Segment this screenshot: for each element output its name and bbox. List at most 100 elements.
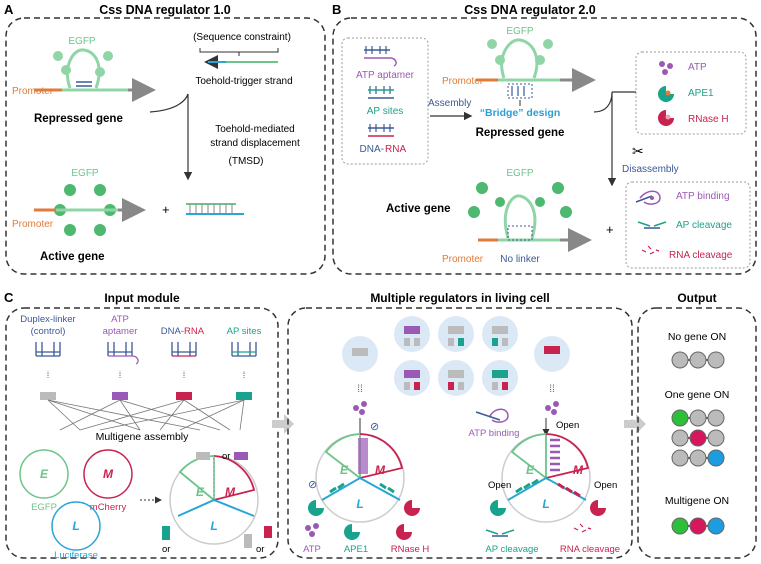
bridge-design-label: “Bridge” design: [480, 107, 561, 119]
or-label-1: or: [222, 451, 230, 462]
repressed-gene-label: Repressed gene: [34, 113, 123, 125]
egfp-dot-active: [64, 224, 76, 236]
tri-gene-construct-left: [315, 433, 405, 523]
trigger-box: [635, 51, 747, 135]
promoter-label-active: Promoter: [12, 219, 54, 230]
ap-cleavage-icon: [637, 221, 667, 229]
rna-label-c: RNA: [184, 326, 205, 337]
dots: ⁞: [47, 370, 50, 380]
egfp-label-b-active: EGFP: [506, 168, 534, 179]
panel-b: B Css DNA regulator 2.0 ATP aptamer AP s…: [332, 2, 757, 275]
no-linker-box: [507, 225, 533, 241]
panel-a-title: Css DNA regulator 1.0: [99, 3, 231, 17]
no-gene-on-label: No gene ON: [668, 331, 726, 343]
atp-binding-icon-c: [475, 408, 509, 423]
panel-b-border: [332, 17, 757, 275]
block-icon: ⊘: [308, 479, 317, 491]
block-gray: [244, 534, 252, 548]
merge-arrow: [149, 93, 189, 172]
atp-binding-label-b: ATP binding: [676, 191, 730, 202]
egfp-dot-active: [552, 182, 564, 194]
atp-molecule-icon: [361, 401, 367, 407]
block-red: [264, 526, 272, 538]
promoter-label: Promoter: [12, 86, 54, 97]
egfp-label-b: EGFP: [506, 26, 534, 37]
active-gene-label-b: Active gene: [386, 203, 451, 215]
rnase-h-legend: RNase H: [391, 544, 430, 555]
gene-l-label: L: [72, 519, 79, 533]
dots: ⁞: [119, 370, 122, 380]
bridge-box: [507, 83, 533, 99]
left-l-label: L: [356, 497, 363, 511]
atp-binding-icon: [635, 190, 661, 205]
open-label-1: Open: [556, 420, 579, 431]
rna-cleavage-icon-c: [573, 523, 592, 533]
atp-label-b: ATP: [688, 62, 707, 73]
right-e-label: E: [526, 463, 535, 477]
tmsd-line-1: Toehold-mediated: [215, 124, 295, 135]
linker-block-control: [40, 392, 56, 400]
atp-aptamer-label: ATP aptamer: [356, 70, 415, 81]
atp-molecule-icon: [551, 409, 557, 415]
multigene-on-label: Multigene ON: [665, 495, 729, 507]
ap-cleavage-icon-c: [485, 529, 515, 537]
dna-rna-linker: [368, 124, 394, 137]
egfp-dot-active: [560, 206, 572, 218]
promoter-label-b-active: Promoter: [442, 254, 484, 265]
ap-sites-linker: [368, 86, 394, 99]
dna-label-c: DNA-: [161, 326, 184, 337]
egfp-label-c: EGFP: [31, 502, 57, 513]
disassembly-arrow: [593, 91, 613, 178]
rnase-h-enzyme-icon: [396, 524, 412, 540]
egfp-dot: [103, 51, 113, 61]
disassembly-label: Disassembly: [622, 164, 679, 175]
aptamer-label-c: aptamer: [103, 326, 138, 337]
living-cell-title: Multiple regulators in living cell: [370, 291, 549, 305]
left-m-label: M: [375, 463, 386, 477]
tmsd-line-2: strand displacement: [210, 138, 300, 149]
linker-box: [341, 37, 429, 165]
or-label-3: or: [256, 544, 264, 555]
living-cell-border: [287, 307, 633, 559]
duplex-control-label: (control): [31, 326, 66, 337]
open-label-3: Open: [594, 480, 617, 491]
block-gray: [196, 452, 210, 460]
ape1-enzyme-icon: [308, 500, 324, 516]
input-module-border: [5, 307, 279, 559]
atp-molecule-icon: [353, 405, 359, 411]
hairpin-loop-b: [500, 38, 539, 79]
scissors-icon: ✂: [632, 143, 644, 159]
construct-l-label: L: [210, 519, 217, 533]
ape1-enzyme-icon: [490, 500, 506, 516]
plus-sign: +: [162, 202, 170, 217]
rnase-h-enzyme-icon: [590, 500, 606, 516]
output-title: Output: [677, 291, 716, 305]
panel-a: A Css DNA regulator 1.0 EGFP Promoter Re…: [4, 2, 326, 275]
panel-b-title: Css DNA regulator 2.0: [464, 3, 596, 17]
egfp-dot: [487, 39, 497, 49]
panel-b-letter: B: [332, 2, 341, 17]
open-label-2: Open: [488, 480, 511, 491]
atp-molecule-icon: [553, 401, 559, 407]
linker-glyphs: [35, 342, 257, 365]
output-row-one-a: [671, 409, 725, 427]
input-module-title: Input module: [104, 291, 180, 305]
egfp-dot: [543, 39, 553, 49]
gene-e-label: E: [40, 467, 49, 481]
right-m-label: M: [573, 463, 584, 477]
luciferase-label: Luciferase: [54, 550, 98, 561]
atp-molecule-icon: [662, 69, 668, 75]
sequence-constraint-label: (Sequence constraint): [193, 32, 291, 43]
ap-cleavage-label-b: AP cleavage: [676, 220, 732, 231]
egfp-dot-active: [94, 224, 106, 236]
gene-m-label: M: [103, 467, 114, 481]
atp-label-c: ATP: [111, 314, 129, 325]
egfp-plasmid: [19, 449, 69, 499]
egfp-dot-active: [94, 184, 106, 196]
rnase-h-enzyme-icon: [404, 500, 420, 516]
linker-block-atp: [112, 392, 128, 400]
hairpin-loop: [65, 48, 101, 89]
egfp-label-active: EGFP: [71, 168, 99, 179]
promoter-label-b: Promoter: [442, 76, 484, 87]
